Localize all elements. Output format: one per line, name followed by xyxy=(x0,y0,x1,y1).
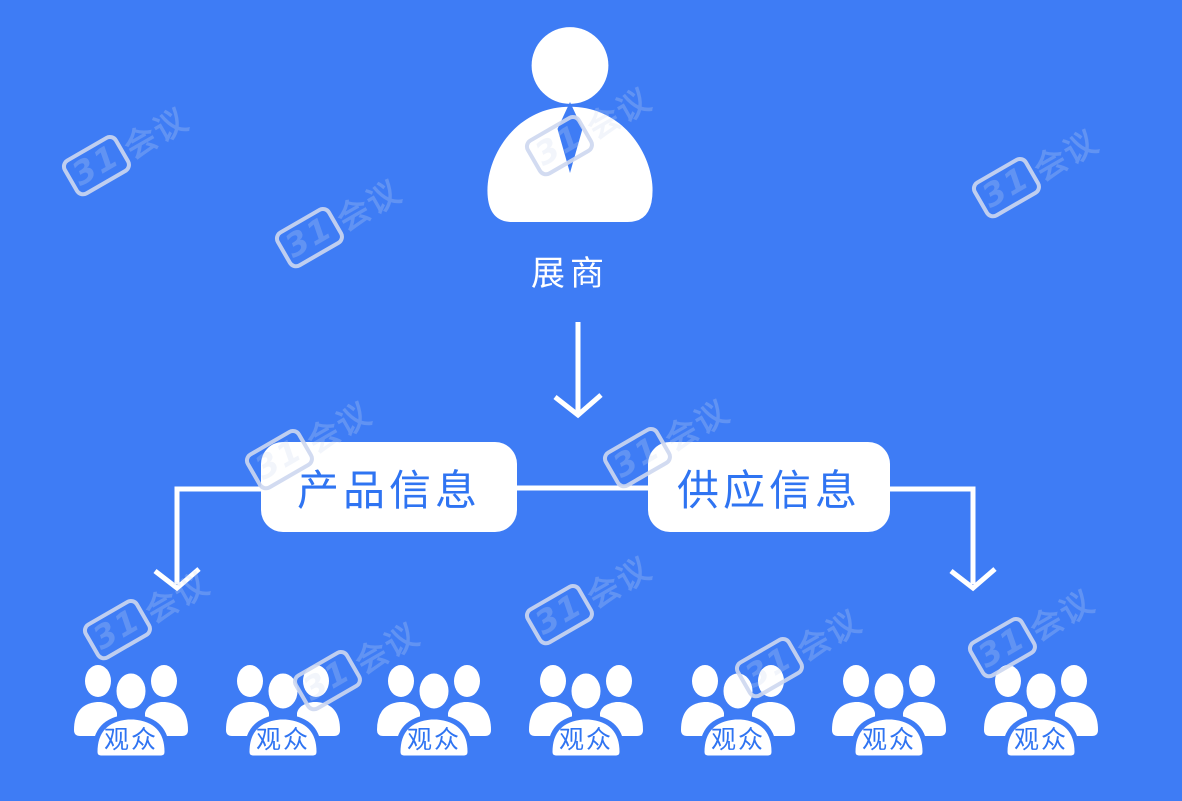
group-people-icon xyxy=(529,665,643,761)
tie-shape xyxy=(557,102,583,174)
group-people-icon xyxy=(226,665,340,761)
group-people-icon xyxy=(832,665,946,761)
group-people-icon xyxy=(681,665,795,761)
audience-group-icon: 观众 xyxy=(374,660,494,762)
audience-group-icon: 观众 xyxy=(71,660,191,762)
audience-label: 观众 xyxy=(103,725,158,754)
exhibitor-label: 展商 xyxy=(531,254,609,294)
audience-label: 观众 xyxy=(1013,725,1068,754)
audience-group-icon: 观众 xyxy=(829,660,949,762)
audience-group-icon: 观众 xyxy=(678,660,798,762)
product-info-box: 产品信息 xyxy=(261,442,517,532)
audience-label: 观众 xyxy=(255,725,310,754)
audience-label: 观众 xyxy=(558,725,613,754)
audience-group-icon: 观众 xyxy=(526,660,646,762)
supply-info-box: 供应信息 xyxy=(648,442,890,532)
audience-group-icon: 观众 xyxy=(981,660,1101,762)
group-people-icon xyxy=(377,665,491,761)
audience-label: 观众 xyxy=(406,725,461,754)
group-people-icon xyxy=(74,665,188,761)
audience-group-icon: 观众 xyxy=(223,660,343,762)
exhibitor-person-icon xyxy=(487,27,653,222)
audience-label: 观众 xyxy=(861,725,916,754)
group-people-icon xyxy=(984,665,1098,761)
audience-label: 观众 xyxy=(710,725,765,754)
